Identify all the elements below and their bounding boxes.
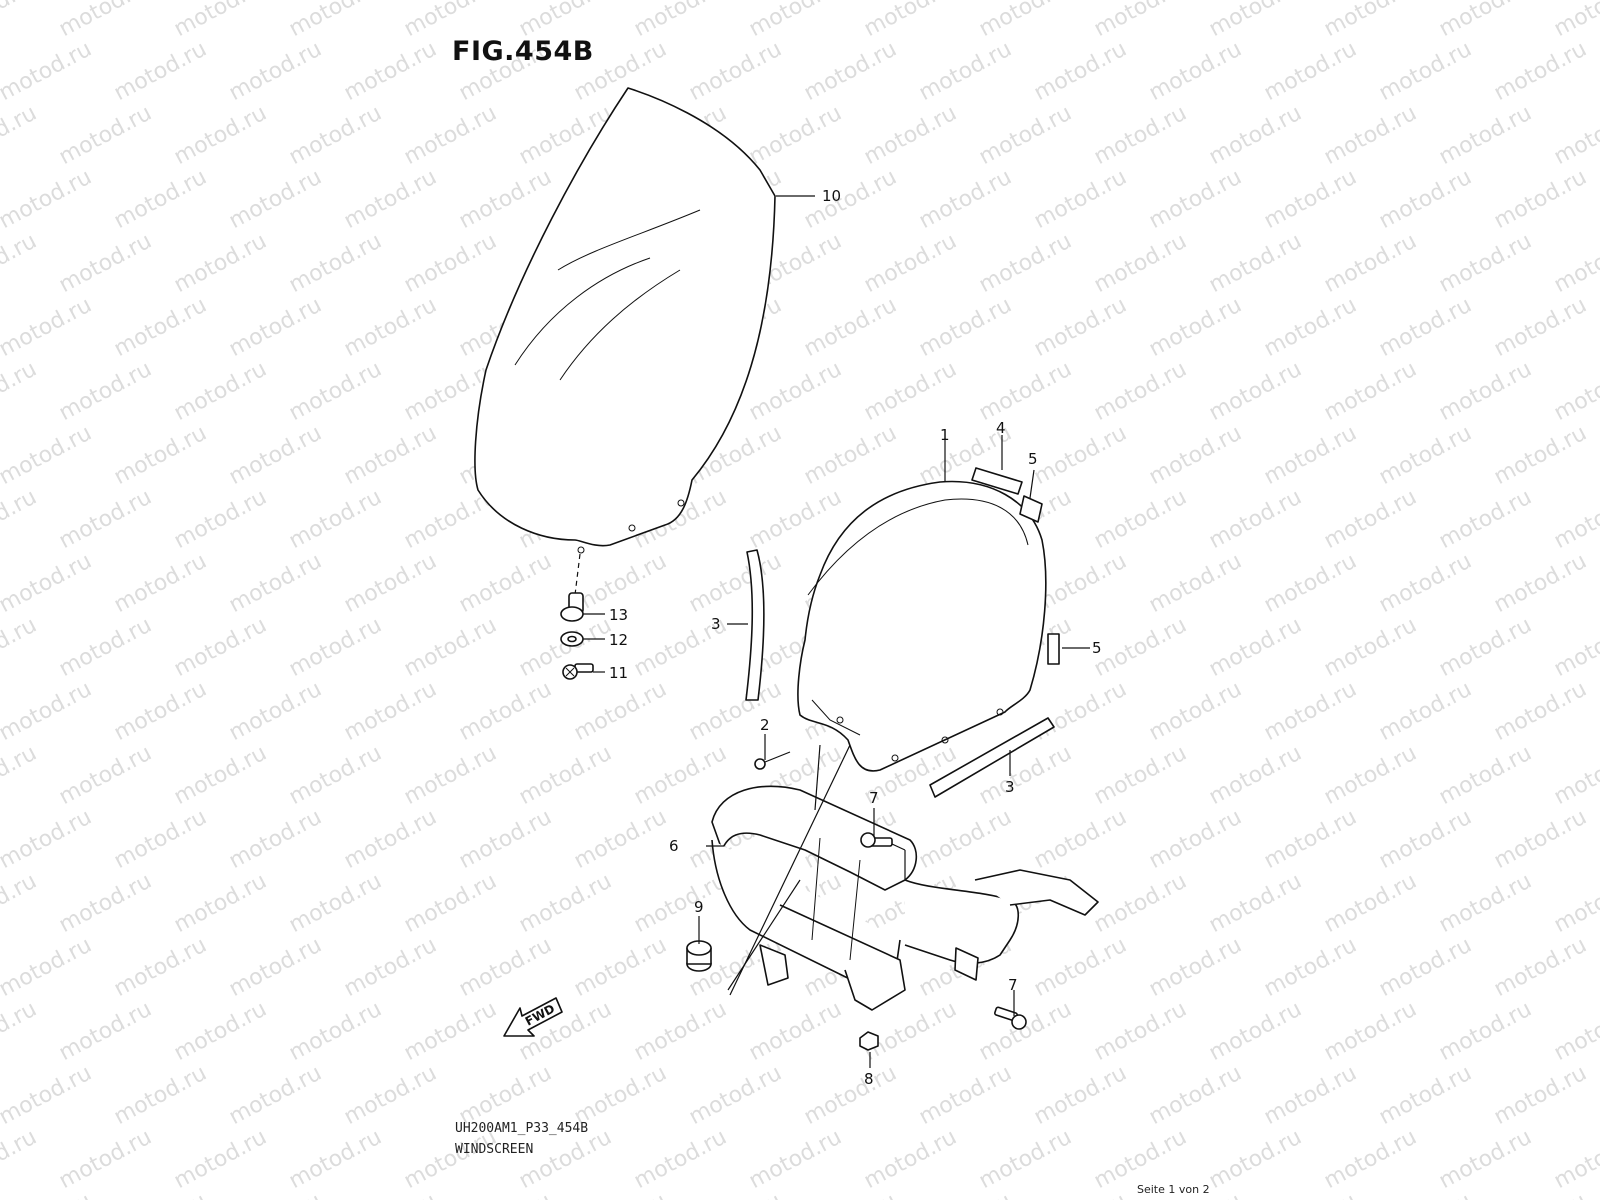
- washer-part-12: [560, 631, 584, 647]
- bolt-part-7-lower: [994, 1006, 1027, 1030]
- callout-1: 1: [940, 426, 950, 444]
- windscreen-part-10: [474, 87, 776, 554]
- diagram-caption: WINDSCREEN: [455, 1142, 534, 1157]
- callout-7-upper: 7: [869, 789, 879, 807]
- pad-part-5-top: [1019, 495, 1043, 523]
- callout-6: 6: [669, 837, 679, 855]
- screw-part-2: [754, 751, 791, 770]
- callout-3-left: 3: [711, 615, 721, 633]
- guide-line-a: [729, 744, 851, 996]
- guide-line-b: [814, 744, 821, 811]
- page-indicator: Seite 1 von 2: [1137, 1183, 1210, 1196]
- callout-13: 13: [609, 606, 628, 624]
- callout-9: 9: [694, 898, 704, 916]
- guide-line-c: [727, 879, 801, 991]
- nut-part-8: [859, 1031, 879, 1060]
- inner-cover-part-1: [797, 480, 1047, 772]
- callout-leaders: [583, 195, 1090, 1068]
- grommet-part-13: [560, 592, 584, 622]
- trim-strip-part-3-left: [745, 549, 765, 701]
- pad-part-5-right: [1047, 633, 1060, 665]
- fastener-guide-line: [574, 553, 581, 596]
- trim-strip-part-3-right: [929, 717, 1055, 798]
- callout-3-right: 3: [1005, 778, 1015, 796]
- figure-title: FIG.454B: [452, 36, 594, 67]
- callout-7-lower: 7: [1008, 976, 1018, 994]
- drawing-code: UH200AM1_P33_454B: [455, 1121, 589, 1136]
- callout-2: 2: [760, 716, 770, 734]
- callout-4: 4: [996, 419, 1006, 437]
- callout-12: 12: [609, 631, 628, 649]
- callout-5-top: 5: [1028, 450, 1038, 468]
- callout-8: 8: [864, 1070, 874, 1088]
- screw-part-11: [562, 663, 594, 680]
- cushion-part-4: [971, 467, 1023, 495]
- bolt-part-7-upper: [860, 832, 906, 880]
- callout-11: 11: [609, 664, 628, 682]
- grommet-part-9: [686, 940, 712, 972]
- fwd-arrow-icon: FWD: [503, 997, 563, 1037]
- callout-10: 10: [822, 187, 841, 205]
- callout-5-right: 5: [1092, 639, 1102, 657]
- bracket-frame-part-6: [711, 785, 1099, 1011]
